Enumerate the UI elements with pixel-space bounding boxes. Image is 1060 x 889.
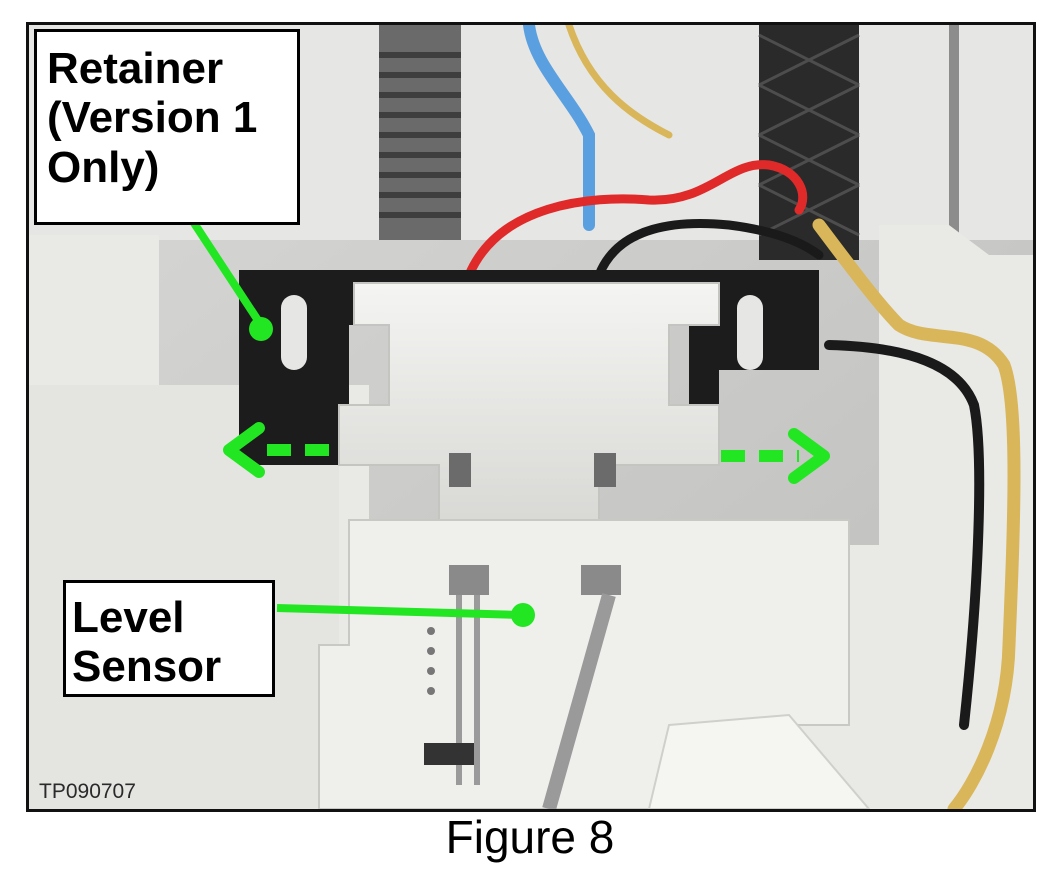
float-cover (647, 713, 871, 809)
arrow-right-icon (721, 428, 830, 484)
terminal-left (449, 453, 471, 487)
sensor-dots (427, 627, 435, 695)
retainer-pointer-line (190, 220, 265, 328)
image-code: TP090707 (39, 780, 136, 803)
terminal-right (594, 453, 616, 487)
braided-sleeve (758, 25, 860, 260)
retainer-pointer-dot (249, 317, 273, 341)
retainer-slot-left (281, 295, 307, 370)
wiring (464, 25, 1021, 809)
level-sensor-callout: Level Sensor (63, 580, 275, 697)
level-sensor-pointer-dot (511, 603, 535, 627)
sensor-contact-left (449, 565, 489, 595)
figure-caption: Figure 8 (445, 811, 615, 863)
float-arm (542, 593, 616, 809)
level-sensor-pointer-line (276, 604, 524, 619)
arrow-left-icon (223, 422, 329, 478)
corrugated-hose (379, 25, 461, 240)
sensor-chip (424, 743, 474, 765)
photo: Retainer (Version 1 Only) Level Sensor T… (26, 22, 1036, 812)
retainer-callout: Retainer (Version 1 Only) (34, 29, 300, 225)
sensor-contact-right (581, 565, 621, 595)
retainer-slot-right (737, 295, 763, 370)
